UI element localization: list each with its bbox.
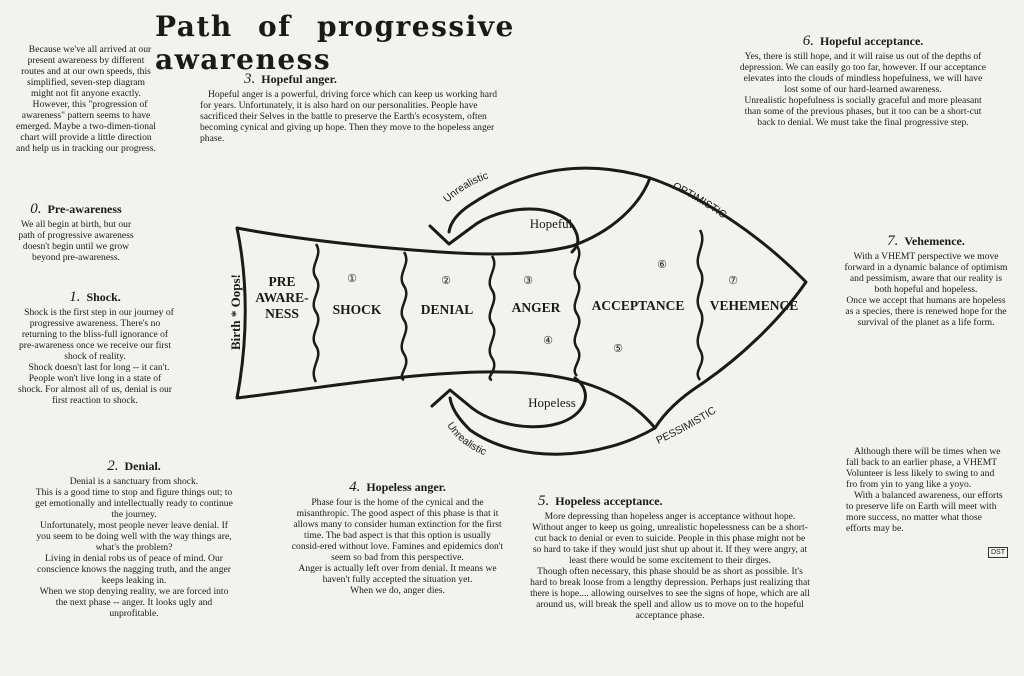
divider-3 [488,255,496,382]
lower-arrow [430,388,474,410]
section-shock: 1.Shock. Shock is the first step in our … [16,289,174,407]
section-paragraph: Denial is a sanctuary from shock. [69,476,199,487]
optimistic-label: OPTIMISTIC [671,180,729,221]
hopeless-loop [470,376,587,429]
closing-text: Although there will be times when we fal… [846,446,1006,534]
section-heading: 4.Hopeless anger. [349,479,446,495]
section-heading: 5.Hopeless acceptance. [538,493,663,509]
section-paragraph: With a VHEMT perspective we move forward… [844,251,1008,295]
section-paragraph: Once we accept that humans are hopeless … [845,295,1007,328]
intro-paragraph-2: However, this "progression of awareness"… [16,99,156,154]
section-paragraph: Yes, there is still hope, and it will ra… [739,51,987,95]
upper-arrow [428,224,474,246]
section-paragraph: When we do, anger dies. [350,585,445,596]
section-paragraph: More depressing than hopeless anger is a… [532,511,808,566]
step-number-6: ⑥ [657,259,667,271]
section-heading: 0.Pre-awareness [30,201,122,217]
divider-2 [400,251,408,382]
section-paragraph: Though often necessary, this phase shoul… [530,566,810,621]
section-pre-awareness: 0.Pre-awareness We all begin at birth, b… [16,201,136,264]
step-number-2: ② [441,275,451,287]
stage-acceptance: ACCEPTANCE [592,298,685,313]
section-paragraph: Unrealistic hopefulness is socially grac… [744,95,982,128]
step-number-4: ④ [543,335,553,347]
stage-shock: SHOCK [333,302,382,317]
stage-anger: ANGER [512,300,561,315]
section-heading: 2.Denial. [107,458,161,474]
upper-loop [447,166,652,234]
section-paragraph: This is a good time to stop and figure t… [35,487,233,520]
birth-label: Birth * Oops! [228,274,243,350]
closing-paragraph-2: With a balanced awareness, our efforts t… [846,490,1003,534]
divider-5 [696,229,704,381]
hopeful-loop [470,207,580,254]
section-paragraph: Living in denial robs us of peace of min… [37,553,231,586]
divider-4 [573,245,581,377]
page-title: Path of progressive awareness [155,10,515,76]
section-heading: 7.Vehemence. [887,233,965,249]
step-number-3: ③ [523,275,533,287]
stage-pre-line-3: NESS [265,306,299,321]
section-paragraph: Phase four is the home of the cynical an… [291,497,504,563]
section-body: Hopeful anger is a powerful, driving for… [200,89,498,144]
stage-pre-line-2: AWARE- [255,290,308,305]
hopeless-label: Hopeless [528,395,576,410]
section-hopeless-anger: 4.Hopeless anger. Phase four is the home… [290,479,505,597]
section-paragraph: When we stop denying reality, we are for… [39,586,229,619]
section-denial: 2.Denial. Denial is a sanctuary from sho… [34,458,234,620]
step-number-1: ① [347,273,357,285]
unrealistic-top-label: Unrealistic [441,170,490,206]
section-heading: 3.Hopeful anger. [244,71,337,87]
section-paragraph: Anger is actually left over from denial.… [298,563,497,585]
step-number-7: ⑦ [728,275,738,287]
section-body: We all begin at birth, but our path of p… [18,219,134,263]
section-hopeful-anger: 3.Hopeful anger. Hopeful anger is a powe… [200,71,500,145]
pessimistic-label: PESSIMISTIC [654,404,718,446]
intro-text: Because we've all arrived at our present… [16,44,156,154]
section-hopeful-acceptance: 6.Hopeful acceptance. Yes, there is stil… [738,33,988,129]
hopeful-label: Hopeful [530,216,573,231]
stage-denial: DENIAL [421,302,474,317]
section-paragraph: Shock doesn't last for long -- it can't.… [17,362,172,406]
section-paragraph: Unfortunately, most people never leave d… [36,520,232,553]
diagram-outline [235,176,808,430]
section-paragraph: Shock is the first step in our journey o… [18,307,174,362]
section-heading: 1.Shock. [69,289,121,305]
step-number-5: ⑤ [613,343,623,355]
lower-loop [448,396,657,456]
section-hopeless-acceptance: 5.Hopeless acceptance. More depressing t… [530,493,810,622]
stage-pre-line-1: PRE [269,274,296,289]
section-heading: 6.Hopeful acceptance. [802,33,924,49]
stage-vehemence: VEHEMENCE [710,298,799,313]
closing-paragraph-1: Although there will be times when we fal… [846,446,1001,490]
divider-1 [312,243,320,383]
signature-stamp: DST [988,547,1008,558]
section-vehemence: 7.Vehemence. With a VHEMT perspective we… [842,233,1010,329]
intro-paragraph-1: Because we've all arrived at our present… [21,44,152,99]
